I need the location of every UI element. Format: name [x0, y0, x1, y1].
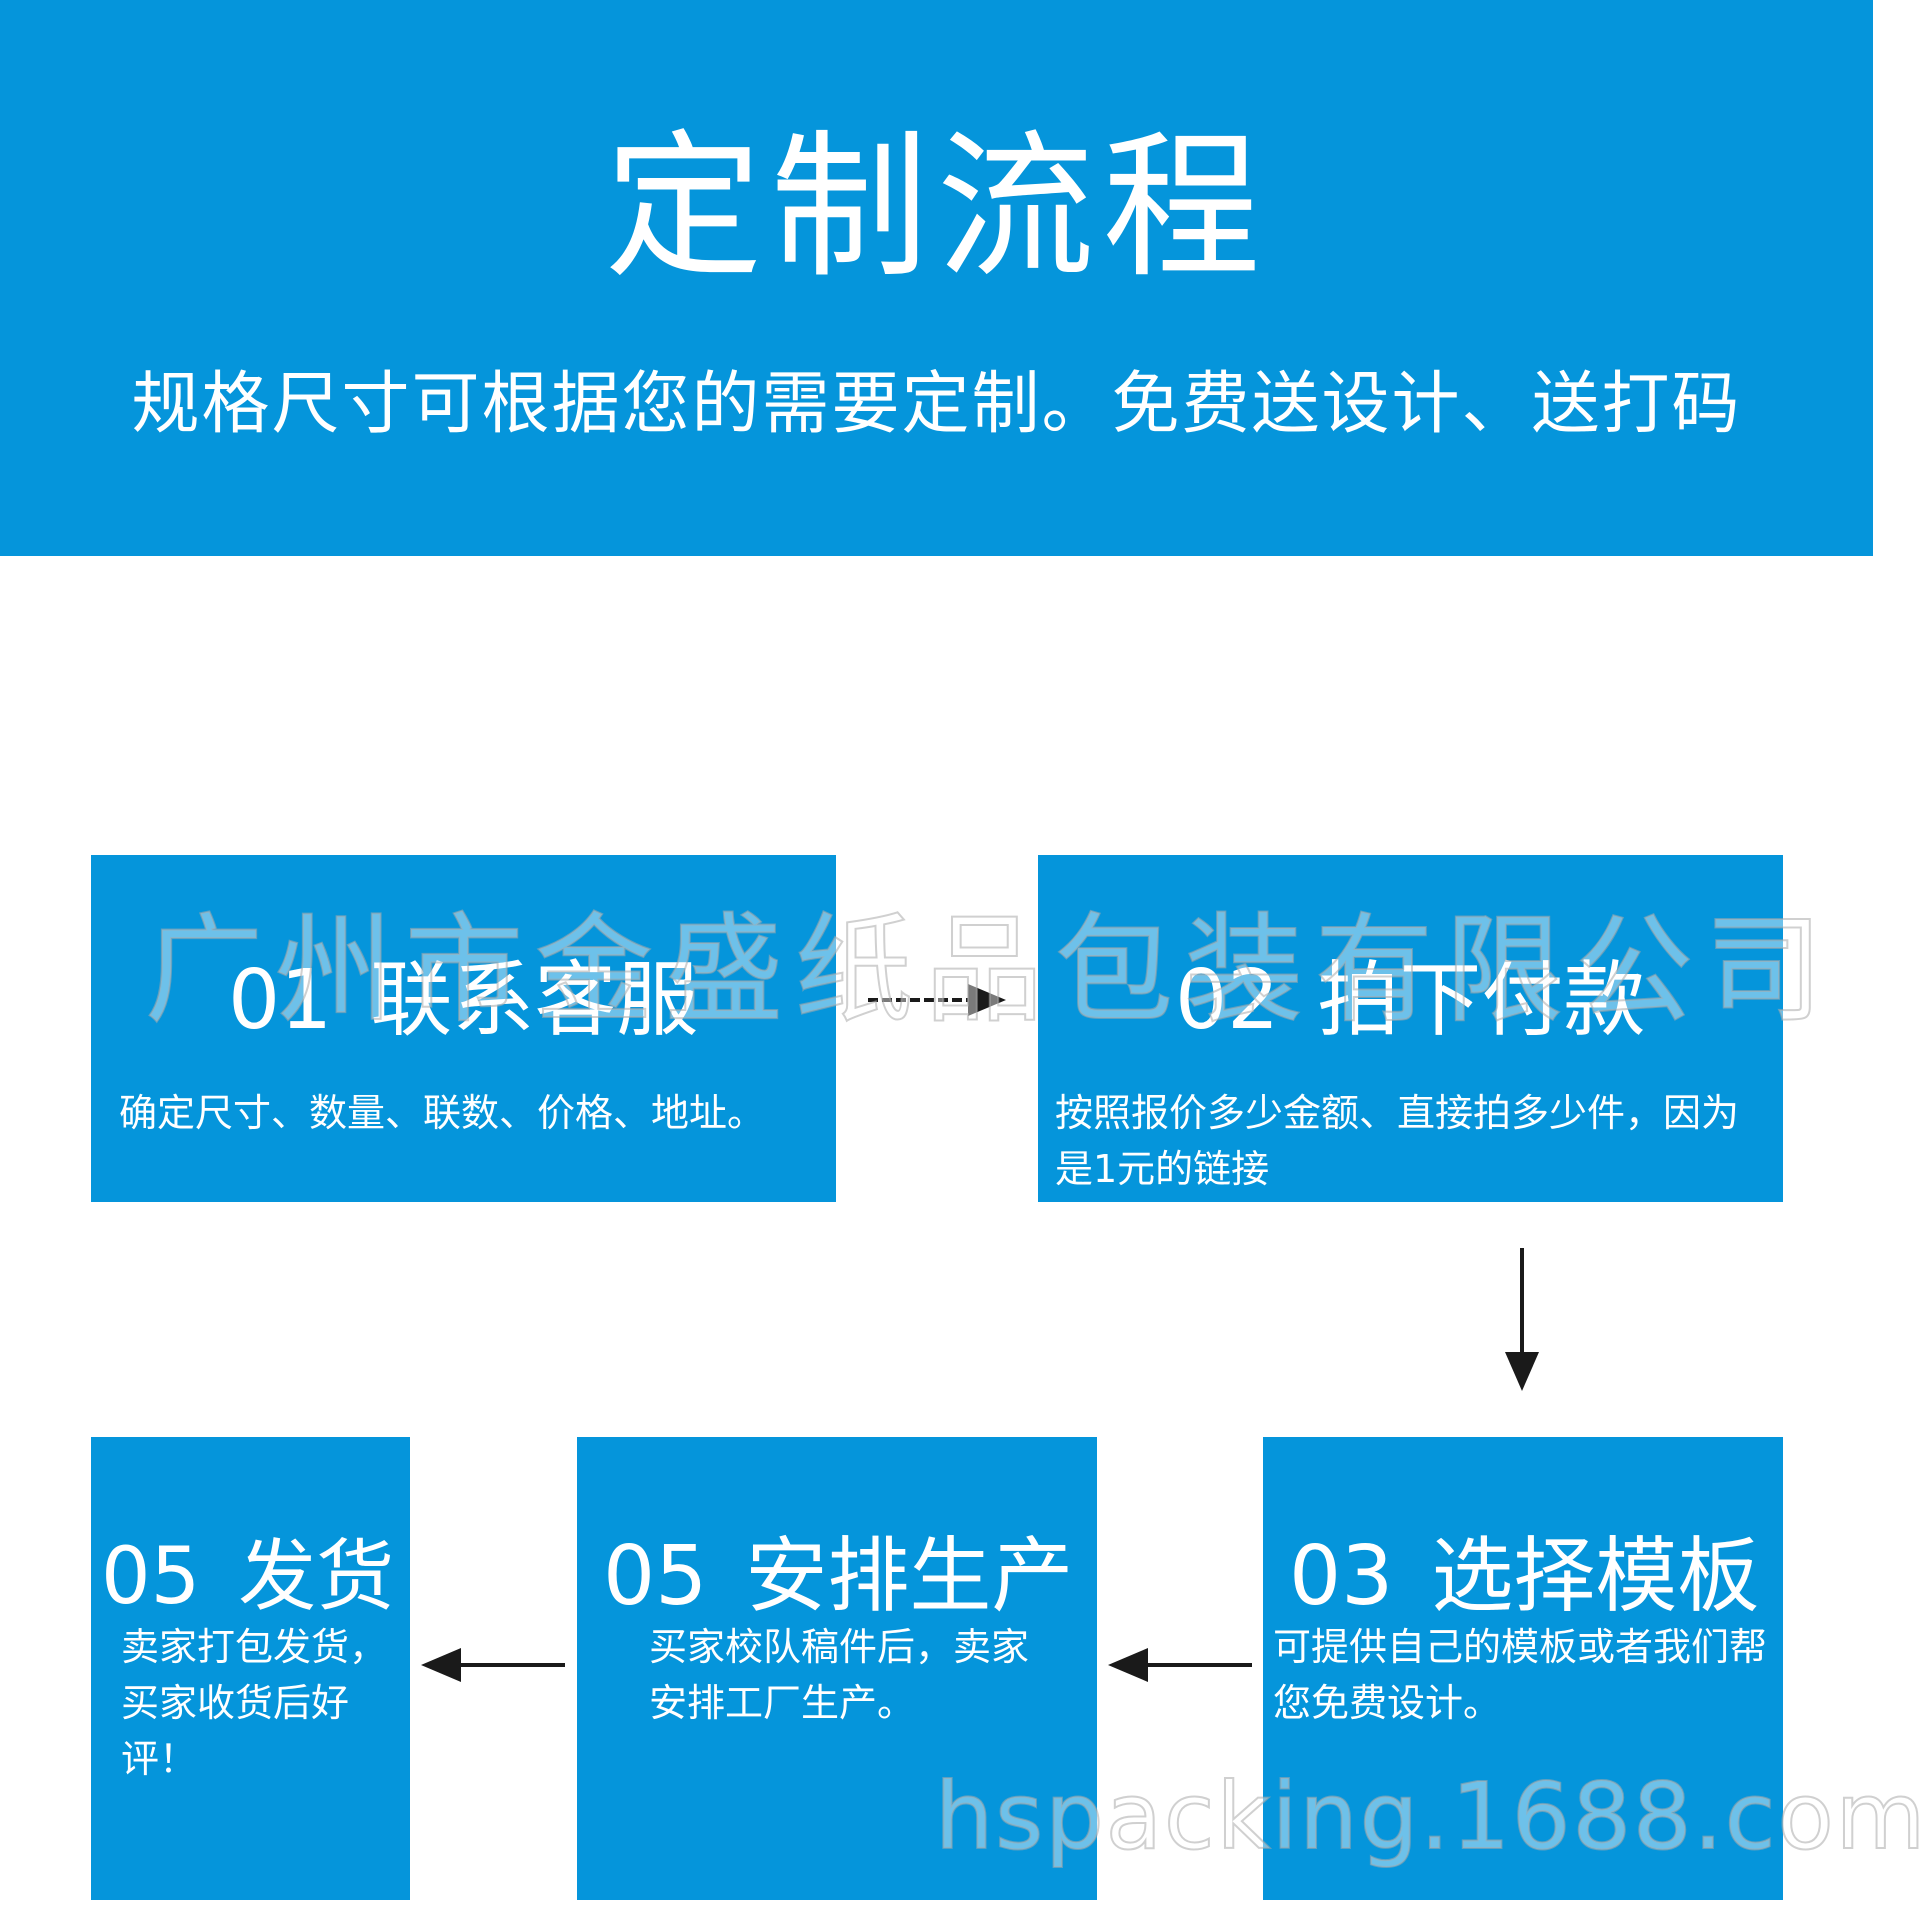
step-04-box: 05 安排生产 买家校队稿件后，卖家安排工厂生产。	[577, 1437, 1097, 1900]
step-05-label: 发货	[238, 1532, 395, 1622]
step-03-description: 可提供自己的模板或者我们帮您免费设计。	[1273, 1625, 1768, 1725]
step-02-description: 按照报价多少金额、直接拍多少件，因为是1元的链接	[1055, 1091, 1740, 1191]
arrow-down-icon	[1505, 1248, 1539, 1391]
step-04-title: 05 安排生产	[603, 1529, 1073, 1625]
step-02-number: 02	[1175, 953, 1280, 1048]
page-title: 定制流程	[604, 116, 1269, 300]
step-01-label: 联系客服	[370, 953, 699, 1048]
arrow-left-icon	[421, 1648, 565, 1682]
step-02-box: 02 拍下付款 按照报价多少金额、直接拍多少件，因为是1元的链接	[1038, 855, 1783, 1202]
step-05-title: 05 发货	[101, 1529, 394, 1625]
step-05-box: 05 发货 卖家打包发货，买家收货后好评！	[91, 1437, 410, 1900]
header-banner: 定制流程 规格尺寸可根据您的需要定制。免费送设计、送打码	[0, 0, 1873, 556]
step-02-label: 拍下付款	[1317, 953, 1646, 1048]
step-03-label: 选择模板	[1431, 1529, 1760, 1624]
arrow-right-icon	[868, 984, 1006, 1016]
arrow-left-icon	[1108, 1648, 1252, 1682]
step-03-number: 03	[1289, 1529, 1394, 1624]
step-01-description: 确定尺寸、数量、联数、价格、地址。	[119, 1091, 766, 1135]
step-04-description: 买家校队稿件后，卖家安排工厂生产。	[649, 1625, 1030, 1725]
step-01-number: 01	[228, 953, 333, 1048]
step-05-description: 卖家打包发货，买家收货后好评！	[121, 1625, 388, 1781]
step-02-title: 02 拍下付款	[1175, 953, 1645, 1049]
step-03-title: 03 选择模板	[1289, 1529, 1759, 1625]
step-05-number: 05	[101, 1532, 201, 1622]
step-04-label: 安排生产	[745, 1529, 1074, 1624]
step-01-box: 01 联系客服 确定尺寸、数量、联数、价格、地址。	[91, 855, 836, 1202]
step-03-box: 03 选择模板 可提供自己的模板或者我们帮您免费设计。	[1263, 1437, 1783, 1900]
step-04-number: 05	[603, 1529, 708, 1624]
step-01-title: 01 联系客服	[228, 953, 698, 1049]
page-subtitle: 规格尺寸可根据您的需要定制。免费送设计、送打码	[131, 365, 1742, 444]
